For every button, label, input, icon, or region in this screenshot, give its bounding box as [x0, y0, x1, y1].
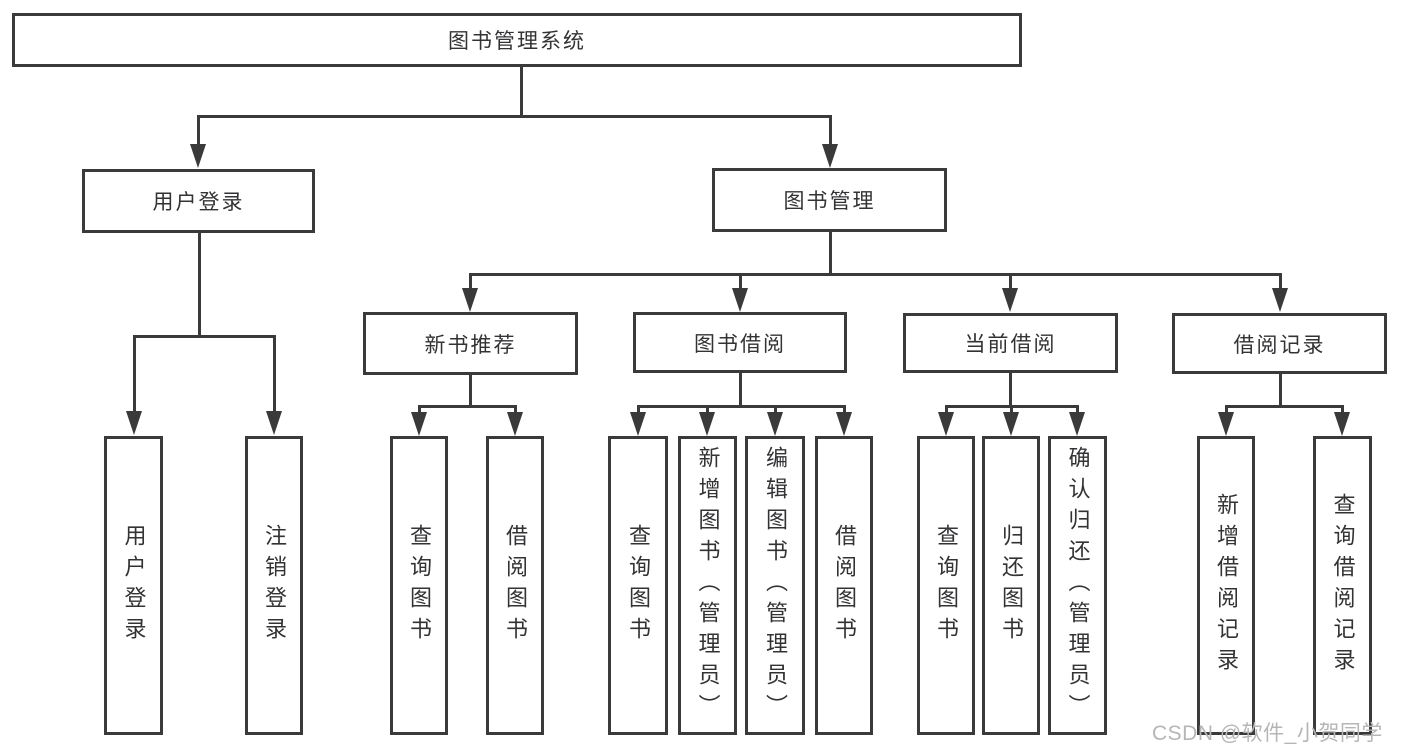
node-borrowing-records: 借阅记录: [1172, 313, 1387, 374]
leaf-borrow-books-borrowing: 借阅图书: [815, 436, 873, 735]
leaf-return-books: 归还图书: [982, 436, 1040, 735]
arrow-down-icon: [462, 288, 478, 312]
leaf-logout: 注销登录: [245, 436, 303, 735]
arrow-down-icon: [1334, 412, 1350, 436]
connector-bookborrow-stub-2: [706, 405, 709, 413]
connector-userlogin-stub-2: [273, 335, 276, 411]
connector-bookmgmt-stub-4: [1279, 273, 1282, 289]
arrow-down-icon: [630, 412, 646, 436]
node-user-login: 用户登录: [82, 169, 315, 233]
arrow-down-icon: [699, 412, 715, 436]
leaf-edit-books-admin: 编辑图书（管理员）: [745, 436, 805, 735]
node-root: 图书管理系统: [12, 13, 1022, 67]
connector-newbook-stub-2: [514, 405, 517, 413]
connector-currentborrow-stub-3: [1076, 405, 1079, 413]
arrow-down-icon: [507, 412, 523, 436]
connector-currentborrow-stub-1: [945, 405, 948, 413]
connector-newbook-stub-1: [418, 405, 421, 413]
connector-borrowrecord-hline: [1225, 405, 1343, 408]
connector-bookmgmt-stub-3: [1009, 273, 1012, 289]
node-book-management: 图书管理: [712, 168, 947, 232]
arrow-down-icon: [190, 144, 206, 168]
connector-root-stub-right: [829, 115, 832, 148]
arrow-down-icon: [732, 288, 748, 312]
leaf-borrow-books-newbook: 借阅图书: [486, 436, 544, 735]
arrow-down-icon: [411, 412, 427, 436]
connector-bookborrow-stub-4: [843, 405, 846, 413]
connector-borrowrecord-vline: [1279, 374, 1282, 405]
leaf-add-borrow-record: 新增借阅记录: [1197, 436, 1255, 735]
connector-borrowrecord-stub-2: [1341, 405, 1344, 413]
connector-bookmgmt-vline: [829, 232, 832, 273]
arrow-down-icon: [126, 411, 142, 435]
connector-root-stub-left: [197, 115, 200, 148]
csdn-watermark: CSDN @软件_小贺同学: [1152, 722, 1383, 745]
arrow-down-icon: [938, 412, 954, 436]
arrow-down-icon: [822, 144, 838, 168]
connector-userlogin-stub-1: [133, 335, 136, 411]
connector-newbook-vline: [469, 375, 472, 405]
leaf-query-books-current: 查询图书: [917, 436, 975, 735]
node-new-book-recommend: 新书推荐: [363, 312, 578, 375]
connector-bookborrow-stub-1: [637, 405, 640, 413]
connector-bookmgmt-stub-1: [469, 273, 472, 289]
connector-userlogin-vline: [198, 233, 201, 335]
connector-borrowrecord-stub-1: [1225, 405, 1228, 413]
arrow-down-icon: [266, 411, 282, 435]
leaf-add-books-admin: 新增图书（管理员）: [678, 436, 737, 735]
leaf-user-login: 用户登录: [104, 436, 163, 735]
arrow-down-icon: [1272, 288, 1288, 312]
arrow-down-icon: [836, 412, 852, 436]
connector-newbook-hline: [418, 405, 516, 408]
connector-bookborrow-vline: [739, 373, 742, 405]
arrow-down-icon: [1218, 412, 1234, 436]
arrow-down-icon: [1069, 412, 1085, 436]
node-current-borrowing: 当前借阅: [903, 313, 1118, 373]
connector-root-hline: [197, 115, 831, 118]
connector-bookmgmt-hline: [469, 273, 1281, 276]
connector-bookmgmt-stub-2: [739, 273, 742, 289]
arrow-down-icon: [767, 412, 783, 436]
node-book-borrowing: 图书借阅: [633, 312, 847, 373]
arrow-down-icon: [1002, 288, 1018, 312]
leaf-query-books-borrowing: 查询图书: [608, 436, 668, 735]
connector-root-vline: [520, 67, 523, 115]
connector-bookborrow-stub-3: [774, 405, 777, 413]
leaf-confirm-return-admin: 确认归还（管理员）: [1048, 436, 1107, 735]
arrow-down-icon: [1003, 412, 1019, 436]
leaf-query-books-newbook: 查询图书: [390, 436, 448, 735]
connector-bookborrow-hline: [637, 405, 845, 408]
connector-currentborrow-stub-2: [1010, 405, 1013, 413]
connector-userlogin-hline: [133, 335, 275, 338]
leaf-query-borrow-record: 查询借阅记录: [1313, 436, 1372, 735]
connector-currentborrow-vline: [1009, 373, 1012, 405]
